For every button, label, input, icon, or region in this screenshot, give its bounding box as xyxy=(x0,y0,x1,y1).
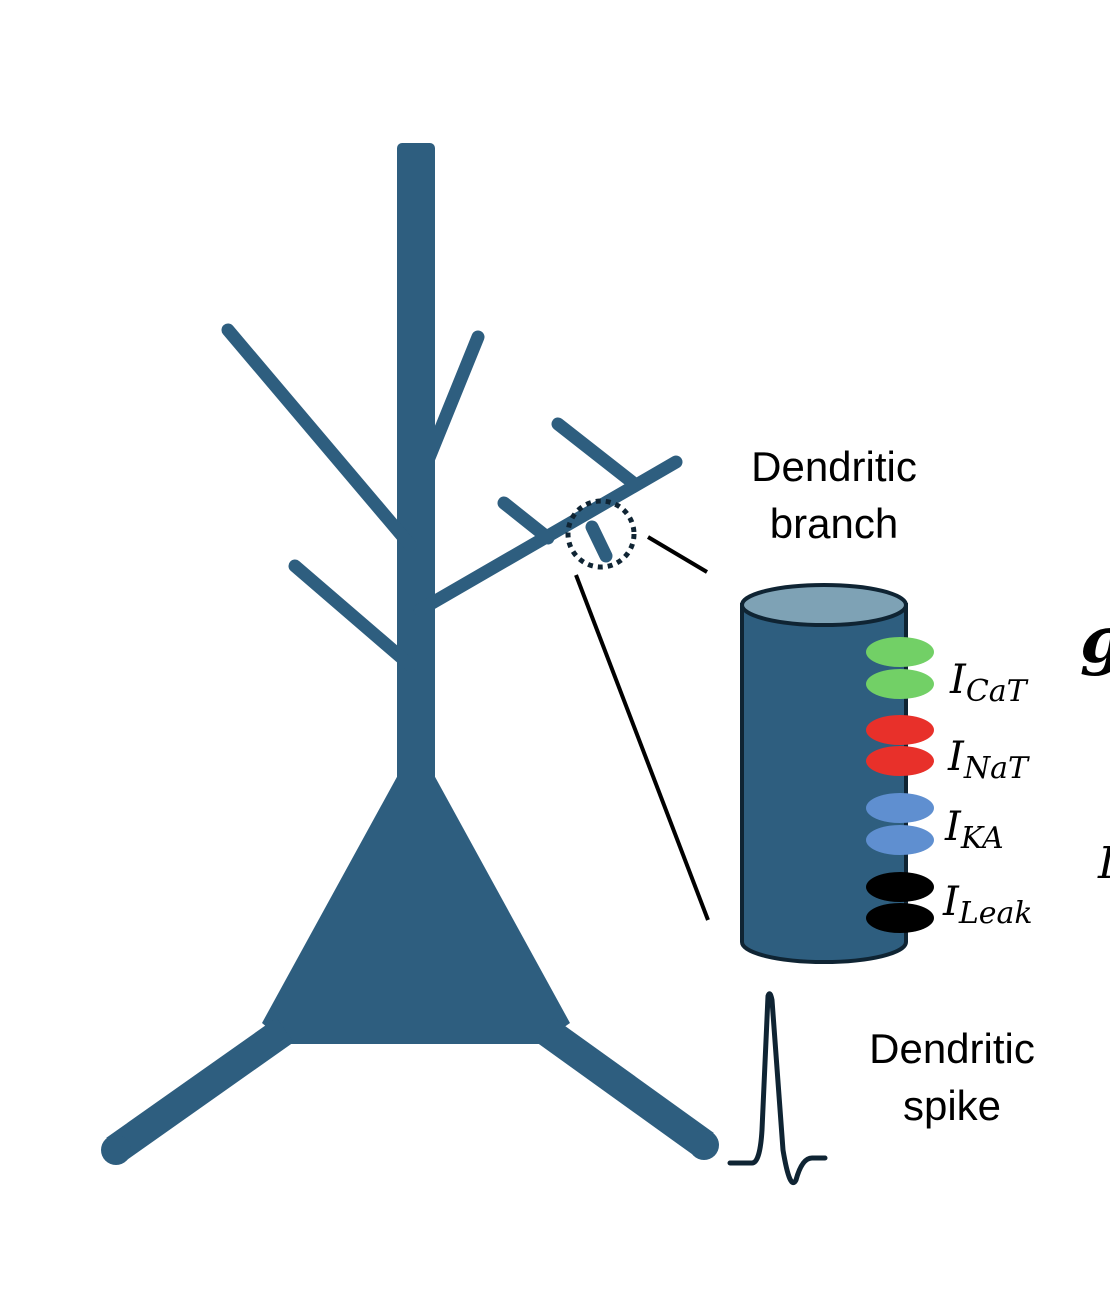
dendrite-upper-left xyxy=(221,323,417,552)
current-label-leak: ILeak xyxy=(942,879,1033,931)
current-symbol: I xyxy=(947,734,965,780)
current-label-cat: ICaT xyxy=(949,657,1029,709)
dendrite-upper-right xyxy=(413,330,485,487)
dendrite-cylinder xyxy=(740,583,908,964)
text-labels: Dendritic branch Dendritic spike xyxy=(751,443,1035,1129)
current-subscript: CaT xyxy=(966,674,1029,709)
apical-trunk-tip xyxy=(397,143,435,163)
current-subscript: Leak xyxy=(958,896,1033,931)
current-subscript: NaT xyxy=(963,751,1030,786)
current-symbol: I xyxy=(949,657,967,703)
branch-label-line2: branch xyxy=(770,500,898,547)
nat-channel-top xyxy=(866,715,934,745)
leak-channel-bottom xyxy=(866,903,934,933)
basal-dendrite-right xyxy=(536,1017,714,1158)
branch-label-line1: Dendritic xyxy=(751,443,917,490)
current-symbol: I xyxy=(944,804,962,850)
cat-channel-top xyxy=(866,637,934,667)
zoom-connector-bottom xyxy=(574,574,710,921)
basal-dendrite-left xyxy=(106,1017,294,1163)
spike-label-line2: spike xyxy=(903,1082,1001,1129)
zoom-connector-top xyxy=(646,535,709,574)
ion-channels xyxy=(866,637,934,933)
cylinder-top xyxy=(740,583,908,627)
ka-channel-bottom xyxy=(866,825,934,855)
neuron xyxy=(101,143,719,1165)
current-subscript: KA xyxy=(960,821,1004,856)
ka-channel-top xyxy=(866,793,934,823)
current-symbol: I xyxy=(942,879,960,925)
dendrite-sub-branch-upper xyxy=(551,417,639,489)
cylinder-body xyxy=(740,603,908,964)
basal-dendrite-left-tip xyxy=(101,1135,131,1165)
leak-channel-top xyxy=(866,872,934,902)
basal-dendrite-right-tip xyxy=(689,1130,719,1160)
cropped-glyph-i: I xyxy=(1097,838,1110,889)
nat-channel-bottom xyxy=(866,746,934,776)
dendrite-lower-left xyxy=(288,559,417,672)
dendrite-sub-branch-lower xyxy=(497,496,555,545)
current-label-nat: INaT xyxy=(947,734,1030,786)
current-labels: ICaT INaT IKA ILeak xyxy=(942,657,1033,931)
spike-waveform xyxy=(727,991,828,1186)
cat-channel-bottom xyxy=(866,669,934,699)
spike-label-line1: Dendritic xyxy=(869,1025,1035,1072)
soma xyxy=(262,775,570,1044)
cropped-glyph-g: g xyxy=(1080,603,1110,678)
dendrite-sub-branch-circled xyxy=(585,520,613,563)
current-label-ka: IKA xyxy=(944,804,1004,856)
zoom-circle xyxy=(565,498,637,570)
